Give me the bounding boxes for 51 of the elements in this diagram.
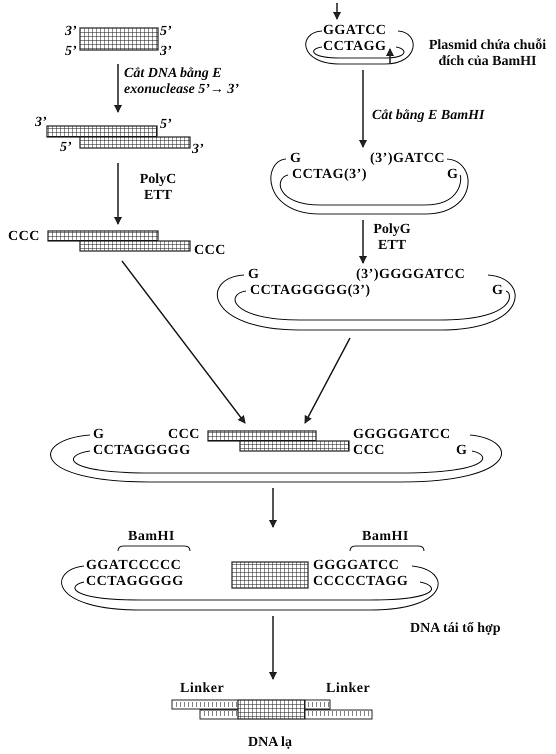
end-label: 5’ — [60, 140, 72, 156]
linker-label: Linker — [180, 681, 224, 697]
node-label: DNA lạ — [248, 735, 292, 751]
sequence-text: GGGGATCC — [313, 558, 400, 574]
end-label: 5’ — [160, 24, 172, 40]
arrow — [269, 616, 277, 680]
arrow — [114, 163, 122, 225]
end-label: 3’ — [160, 44, 172, 60]
sequence-text: GGGGGATCC — [353, 427, 451, 443]
end-label: 5’ — [160, 117, 172, 133]
sequence-text: CCCCCTAGG — [313, 574, 408, 590]
sequence-text: G — [290, 151, 302, 167]
sequence-text: CCC — [353, 443, 385, 459]
arrow — [386, 48, 394, 64]
edge-label: Cắt bằng E BamHI — [372, 108, 484, 124]
sequence-text: G — [492, 283, 504, 299]
arrow — [121, 260, 246, 424]
sequence-text: CCC — [8, 229, 40, 245]
sequence-text: CCTAGGGGG(3’) — [250, 283, 371, 299]
sequence-text: CCC — [168, 427, 200, 443]
edge-label: Cắt DNA bằng E exonuclease 5’→ 3’ — [124, 66, 240, 98]
sequence-text: (3’)GATCC — [370, 151, 446, 167]
sequence-text: G — [248, 267, 260, 283]
arrow — [114, 64, 122, 113]
site-label: BamHI — [362, 529, 409, 545]
arrow — [359, 220, 367, 264]
edge-label: PolyC ETT — [138, 172, 178, 204]
sequence-text: G — [447, 167, 458, 183]
linker-label: Linker — [326, 681, 370, 697]
sequence-text: G — [456, 443, 468, 459]
sequence-text: CCTAGGGGG — [93, 443, 191, 459]
sequence-text: (3’)GGGGATCC — [356, 267, 466, 283]
arrow — [359, 70, 367, 148]
arrow — [333, 3, 341, 20]
sequence-text: GGATCCCCC — [86, 558, 182, 574]
edge-label: PolyG ETT — [372, 222, 412, 254]
arrow — [269, 488, 277, 528]
sequence-text: CCC — [194, 243, 226, 259]
node-label: Plasmid chứa chuỗi đích của BamHI — [428, 38, 548, 70]
sequence-text: CCTAGG — [323, 39, 386, 55]
end-label: 5’ — [65, 44, 77, 60]
sequence-text: G — [93, 427, 104, 443]
end-label: 3’ — [192, 142, 204, 158]
node-label: DNA tái tổ hợp — [410, 621, 501, 637]
end-label: 3’ — [35, 115, 47, 131]
site-label: BamHI — [128, 529, 175, 545]
sequence-text: GGATCC — [323, 23, 386, 39]
sequence-text: CCTAG(3’) — [292, 167, 368, 183]
end-label: 3’ — [65, 24, 77, 40]
sequence-text: CCTAGGGGG — [86, 574, 184, 590]
arrow — [304, 338, 351, 424]
